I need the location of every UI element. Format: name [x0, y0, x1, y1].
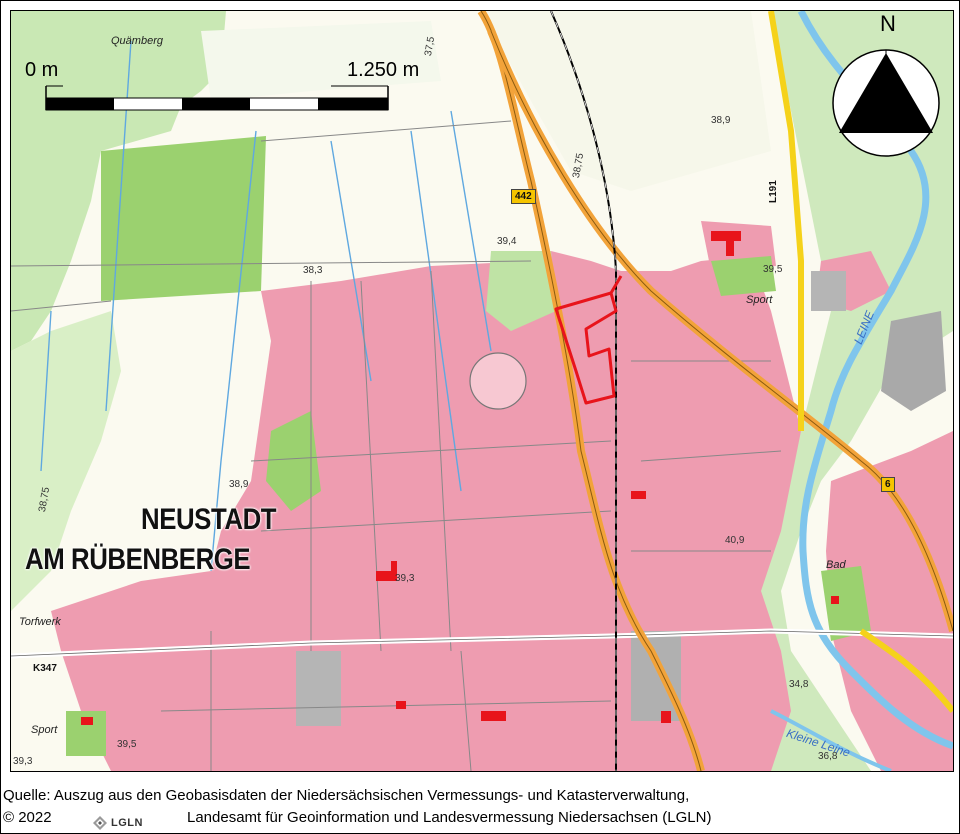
forest-area-northwest — [11, 11, 226, 351]
elevation-label: 38,3 — [303, 265, 323, 276]
meadow-area-west — [11, 311, 121, 611]
lgln-logo-text: LGLN — [111, 817, 143, 829]
scale-start-label: 0 m — [25, 59, 59, 81]
place-label-sport-east: Sport — [746, 294, 773, 306]
road-badge-b6: 6 — [881, 477, 895, 492]
minor-roads — [11, 120, 782, 771]
road-label-l191: L191 — [768, 180, 779, 203]
elevation-label: 39,5 — [117, 739, 137, 750]
source-footer: Quelle: Auszug aus den Geobasisdaten der… — [1, 773, 959, 833]
place-label-bad: Bad — [826, 559, 846, 571]
north-letter: N — [880, 11, 896, 36]
industrial-area-south — [296, 651, 341, 726]
station-area — [631, 631, 681, 721]
planning-area-outline[interactable] — [554, 291, 618, 405]
settlement-east — [826, 431, 953, 771]
source-line-2: Landesamt für Geoinformation und Landesv… — [187, 809, 712, 826]
elevation-label: 38,9 — [229, 479, 249, 490]
road-l191[interactable] — [768, 11, 804, 431]
industrial-block-ne — [811, 271, 846, 311]
north-arrow — [832, 49, 940, 157]
elevation-label: 40,9 — [725, 535, 745, 546]
drainage-ditches — [40, 40, 492, 572]
industrial-area-east — [881, 311, 946, 411]
elevation-label: 39,3 — [395, 573, 415, 584]
roundabout-park — [469, 352, 527, 410]
lgln-logo-icon — [93, 816, 107, 830]
public-buildings — [81, 231, 839, 725]
river-valley-green — [731, 11, 953, 771]
elevation-label: 38,9 — [711, 115, 731, 126]
map-canvas — [11, 11, 953, 771]
road-east-yellow — [859, 628, 953, 713]
bad-green — [821, 566, 871, 641]
elevation-label: 36,8 — [818, 751, 838, 762]
road-badge-b442: 442 — [511, 189, 536, 204]
river-kleine-leine — [770, 709, 892, 771]
field-north — [201, 21, 441, 101]
road-label-k347: K347 — [33, 663, 57, 674]
elevation-label: 34,8 — [789, 679, 809, 690]
cemetery-green — [486, 251, 556, 331]
park-west — [266, 411, 321, 511]
place-label-quaemberg: Quämberg — [111, 35, 163, 47]
elevation-label: 39,5 — [763, 264, 783, 275]
topographic-map[interactable]: 0 m 1.250 m N NEUSTADT AM RÜBENBERGE Quä… — [10, 10, 954, 772]
scale-bar — [45, 85, 389, 111]
elevation-label: 39,3 — [13, 756, 33, 767]
forest-area-west — [101, 136, 266, 301]
field-northeast — [481, 11, 771, 191]
place-label-sport-west: Sport — [31, 724, 58, 736]
source-line-1: Quelle: Auszug aus den Geobasisdaten der… — [3, 787, 690, 804]
elevation-label: 39,4 — [497, 236, 517, 247]
scale-end-label: 1.250 m — [347, 59, 420, 81]
copyright-year: © 2022 — [3, 809, 52, 826]
town-label-line2: AM RÜBENBERGE — [25, 543, 251, 576]
sport-field-northeast — [711, 256, 776, 296]
place-label-torfwerk: Torfwerk — [19, 616, 61, 628]
town-label-line1: NEUSTADT — [141, 503, 277, 536]
